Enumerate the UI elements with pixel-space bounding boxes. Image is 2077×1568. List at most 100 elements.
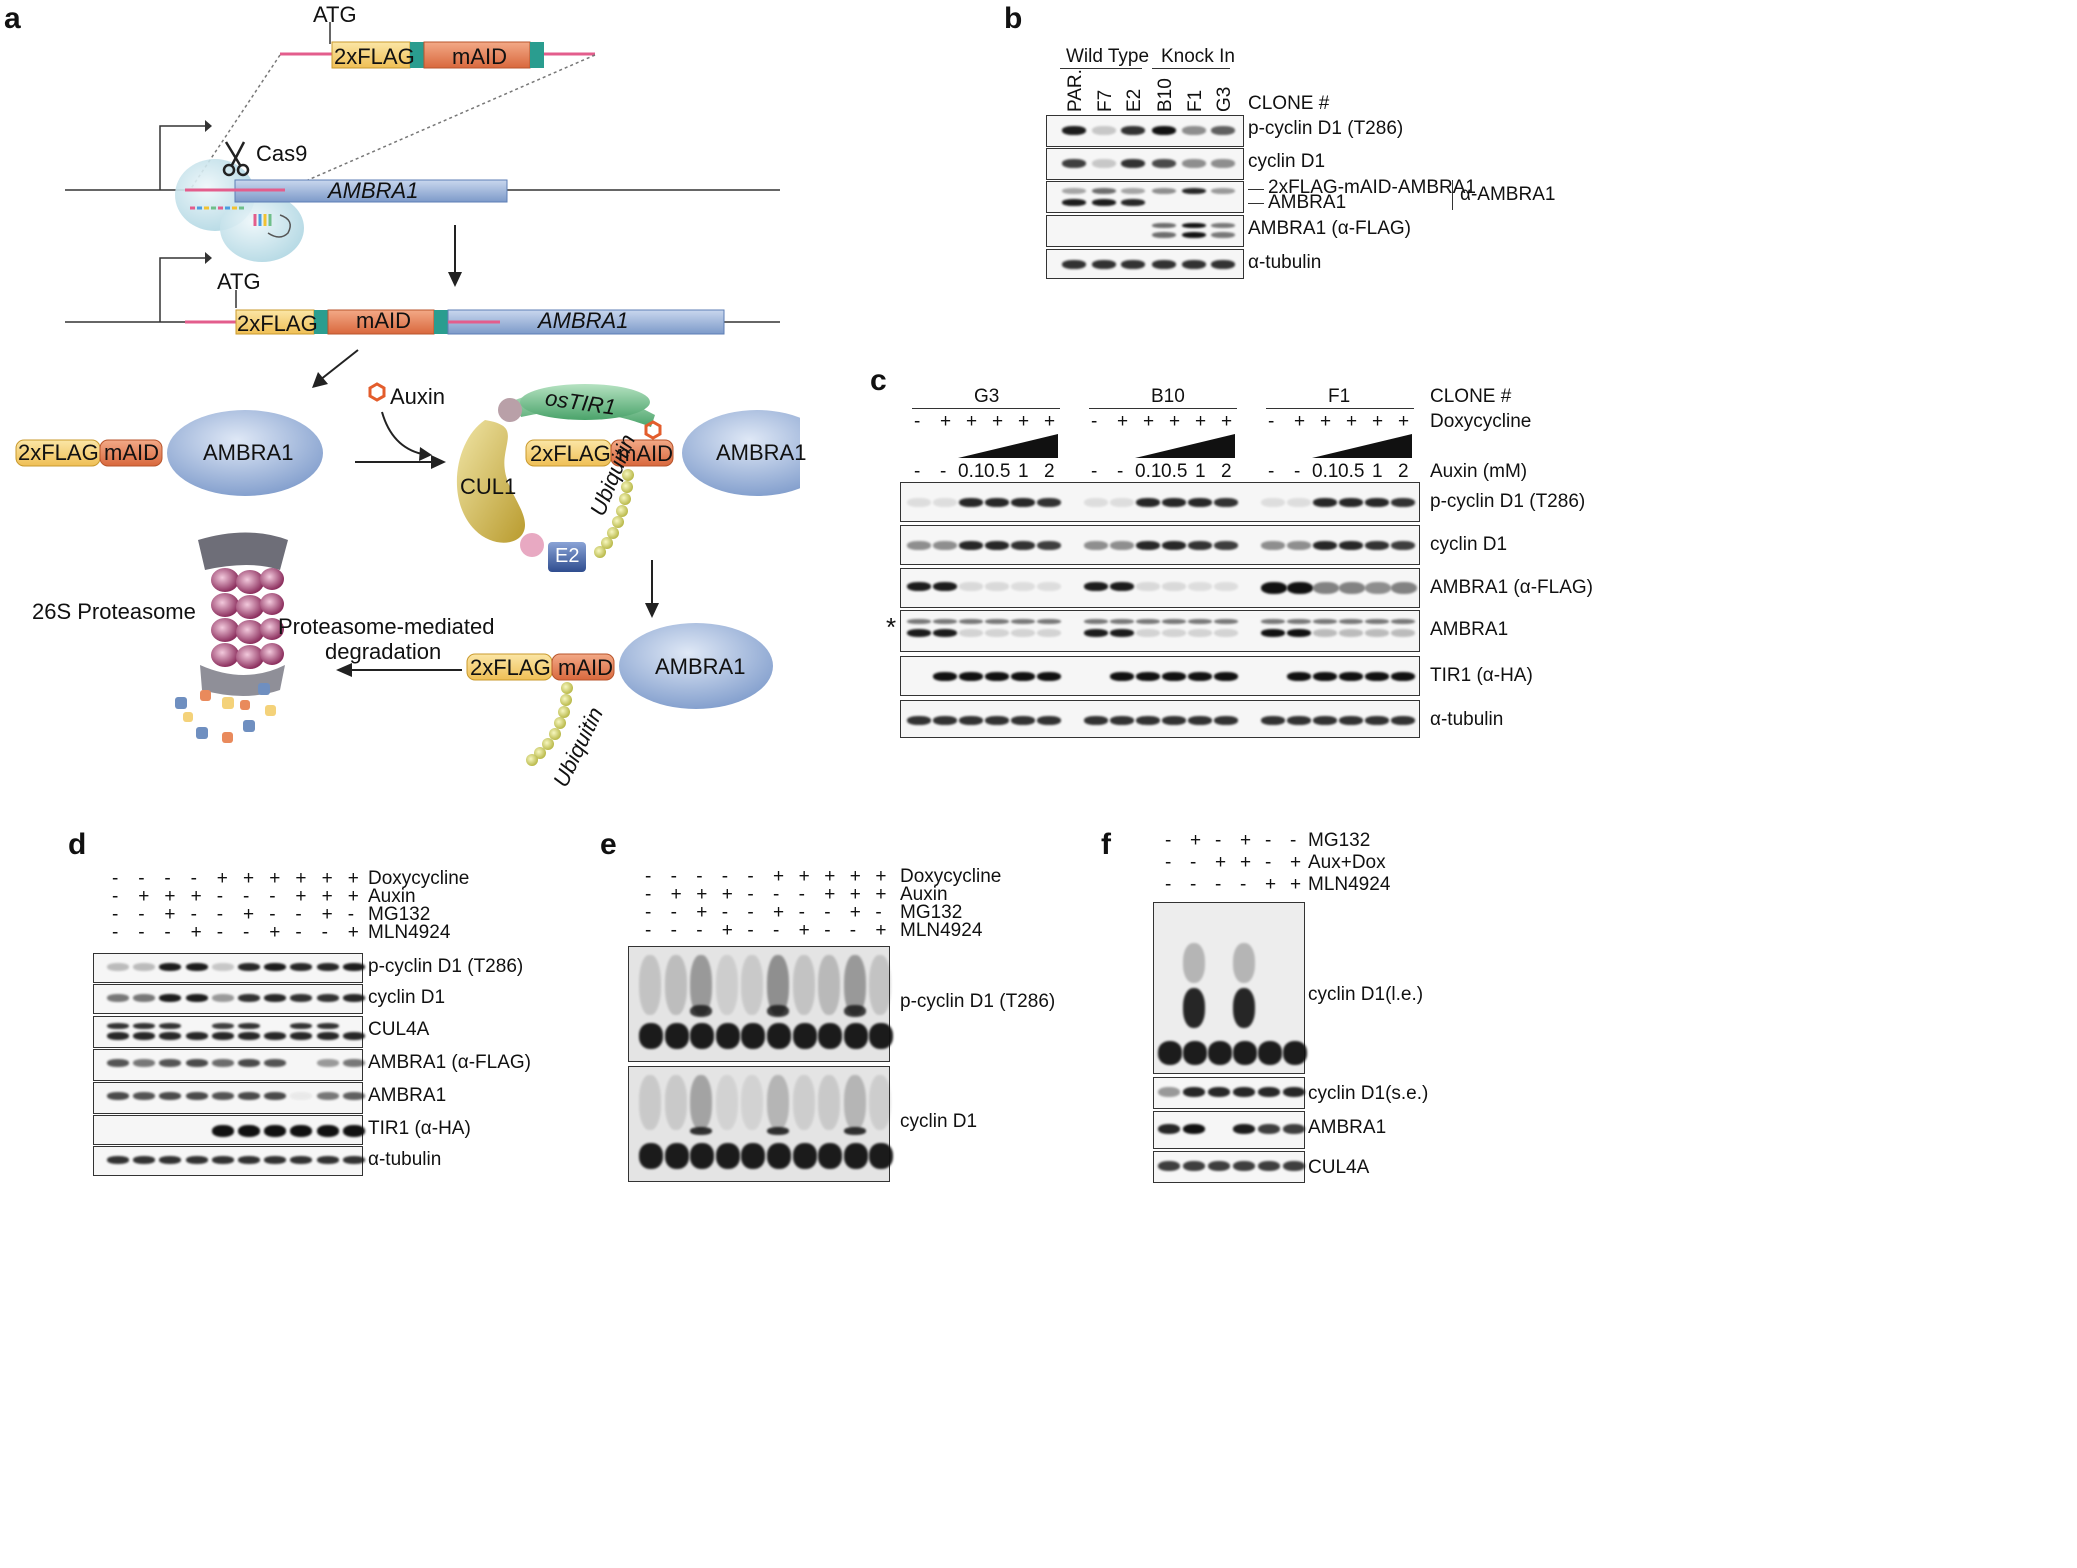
- blot-band: [741, 1143, 766, 1169]
- auxin-value: 0.5: [984, 461, 1011, 482]
- dox-sign: +: [1294, 411, 1306, 432]
- d-sign: +: [269, 868, 281, 889]
- blot-band: [1062, 199, 1086, 206]
- blot-band: [1287, 541, 1311, 550]
- e-sign: +: [824, 866, 836, 887]
- blot-band: [1313, 629, 1337, 637]
- blot-band: [1110, 541, 1134, 550]
- blot-band: [1182, 260, 1206, 269]
- blot-band: [342, 963, 365, 971]
- e-sign: -: [721, 866, 729, 887]
- blot-band: [1084, 629, 1108, 637]
- blot-band: [1162, 541, 1186, 550]
- blot-band: [342, 1032, 365, 1040]
- auxin-value: 0.5: [1161, 461, 1188, 482]
- blot-band: [1339, 629, 1363, 637]
- blot-band: [290, 1023, 313, 1029]
- d-sign: +: [164, 904, 176, 925]
- dox-sign: -: [1268, 411, 1275, 432]
- e-condition-label: Auxin: [900, 884, 948, 905]
- blot-band: [767, 1005, 789, 1017]
- blot-band: [664, 955, 687, 1015]
- blot-band: [1391, 582, 1417, 594]
- blot-band: [1136, 541, 1160, 550]
- d-sign: +: [138, 886, 150, 907]
- d-sign: -: [269, 904, 276, 925]
- blot-c-row: [900, 482, 1420, 522]
- blot-band: [1391, 672, 1415, 681]
- blot-band: [1365, 498, 1389, 507]
- d-sign: +: [269, 922, 281, 943]
- e-sign: -: [773, 920, 780, 941]
- blot-band: [1233, 943, 1255, 983]
- blot-band: [1214, 619, 1238, 624]
- blot-band: [959, 672, 983, 681]
- e-sign: +: [670, 884, 682, 905]
- blot-band: [1152, 260, 1176, 269]
- blot-band: [1339, 619, 1363, 624]
- blot-band: [959, 582, 983, 591]
- blot-band: [639, 1143, 663, 1169]
- blot-band: [985, 716, 1009, 725]
- blot-band: [1136, 619, 1160, 624]
- blot-band: [1182, 126, 1206, 135]
- blot-band: [907, 716, 931, 725]
- auxin-value: -: [940, 461, 947, 482]
- blot-band: [316, 1059, 339, 1067]
- blot-band: [869, 1075, 892, 1130]
- dox-sign: +: [1143, 411, 1155, 432]
- e-sign: +: [849, 902, 861, 923]
- blot-band: [238, 1023, 260, 1029]
- blot-band: [1313, 498, 1337, 507]
- blot-band: [342, 1125, 365, 1137]
- blot-band: [1011, 541, 1035, 550]
- blot-band: [1121, 199, 1145, 206]
- clone-b-label: G3: [1214, 86, 1235, 112]
- maid-label-protein: mAID: [104, 440, 159, 465]
- blot-d-row: [93, 953, 365, 983]
- blot-band: [1136, 582, 1160, 591]
- blot-band: [843, 1075, 866, 1130]
- blot-band: [133, 1059, 156, 1067]
- blot-band: [264, 1059, 287, 1067]
- e-sign: +: [875, 920, 887, 941]
- e-sign: +: [875, 884, 887, 905]
- blot-band: [869, 1143, 894, 1169]
- auxin-value: 1: [1195, 461, 1206, 482]
- blot-band: [1214, 498, 1238, 507]
- antibody-label: α-AMBRA1: [1460, 184, 1556, 205]
- blot-band: [1188, 498, 1212, 507]
- blot-d-row: [93, 1146, 365, 1176]
- knock-in-bracket: [1152, 68, 1230, 69]
- blot-band: [1283, 1041, 1307, 1065]
- d-sign: +: [347, 886, 359, 907]
- e-sign: -: [670, 902, 677, 923]
- blot-band: [1182, 159, 1206, 168]
- blot-band: [933, 582, 957, 591]
- blot-band: [1208, 1087, 1230, 1097]
- blot-band: [985, 672, 1009, 681]
- blot-f-row: [1153, 1111, 1305, 1149]
- blot-band: [1162, 716, 1186, 725]
- e-sign: -: [670, 920, 677, 941]
- e-sign: -: [773, 884, 780, 905]
- blot-band: [1092, 159, 1116, 168]
- blot-band: [1313, 716, 1337, 725]
- blot-b-row: [1046, 215, 1244, 247]
- scissors-icon: [222, 141, 250, 177]
- blot-band: [133, 1023, 156, 1029]
- auxin-hexagon-icon: [368, 382, 386, 402]
- blot-band: [1011, 629, 1035, 637]
- maid-label-complex: mAID: [618, 441, 673, 466]
- blot-band: [342, 1059, 365, 1067]
- blot-band: [342, 994, 365, 1002]
- flag-label-insert: 2xFLAG: [334, 44, 415, 69]
- blot-e-row: [628, 946, 894, 1062]
- d-sign: +: [164, 886, 176, 907]
- blot-band: [1233, 988, 1255, 1028]
- blot-band: [107, 963, 129, 971]
- blot-band: [985, 582, 1009, 591]
- blot-band: [238, 994, 260, 1002]
- blot-band: [1339, 582, 1365, 594]
- blot-band: [211, 1156, 234, 1164]
